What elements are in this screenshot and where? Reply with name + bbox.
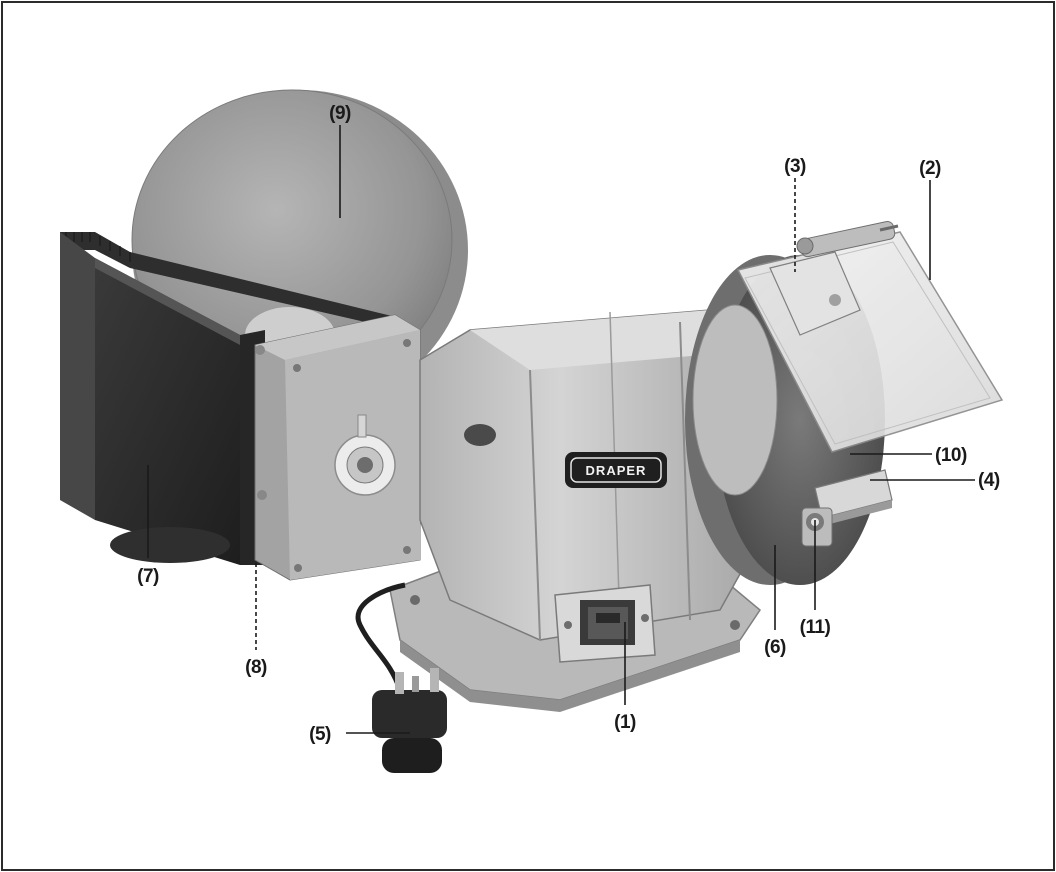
- brand-plate: [565, 452, 667, 488]
- callout-1: (1): [614, 712, 636, 733]
- callout-11: (11): [800, 617, 831, 638]
- callout-7: (7): [137, 566, 159, 587]
- callout-4: (4): [978, 470, 1000, 491]
- callout-8: (8): [245, 657, 267, 678]
- callout-9: (9): [329, 103, 351, 124]
- callout-2: (2): [919, 158, 941, 179]
- leader-lines: [147, 125, 975, 734]
- callout-5: (5): [309, 724, 331, 745]
- callout-6: (6): [764, 637, 786, 658]
- tool-rest-adjuster: [801, 507, 833, 547]
- power-switch: [554, 584, 656, 663]
- callout-10: (10): [935, 445, 967, 466]
- eye-shield-bracket: [769, 221, 899, 336]
- callout-labels: (9) (3) (2) (10) (4) (11) (6) (1) (5) (7…: [137, 103, 1000, 745]
- left-side-housing: [254, 314, 421, 581]
- water-tray: [60, 232, 400, 565]
- brand-label: DRAPER: [586, 463, 647, 478]
- callout-3: (3): [784, 156, 806, 177]
- power-plug: [355, 582, 447, 773]
